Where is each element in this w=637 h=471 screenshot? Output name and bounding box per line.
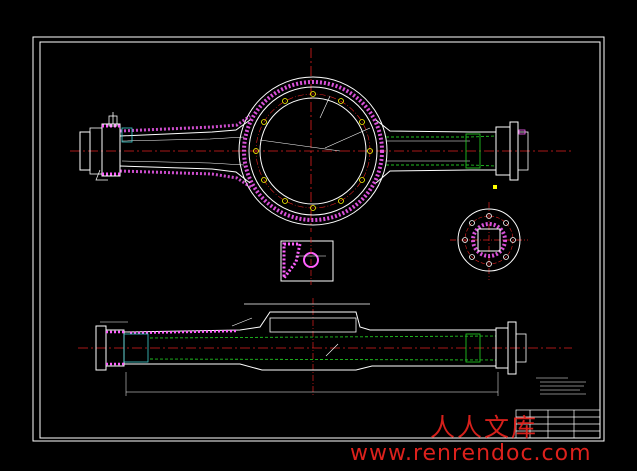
right-collar — [465, 133, 481, 169]
front-left-boss — [123, 333, 149, 363]
flange-square-bore — [477, 228, 501, 252]
section-detail-hatch — [282, 242, 302, 283]
housing-bore — [259, 97, 367, 205]
watermark-chinese: 人人文库 — [430, 413, 539, 442]
front-carrier-box — [269, 317, 357, 333]
bolt-holes — [253, 91, 373, 211]
right-tube-inner — [386, 140, 470, 162]
right-tube-upper — [375, 119, 496, 133]
left-bracket — [121, 127, 133, 143]
leader-line-2 — [324, 127, 371, 149]
flange-outer — [457, 208, 521, 272]
leader-arrow-2 — [325, 343, 339, 357]
front-beam-hatch — [129, 329, 237, 335]
inner-frame — [39, 41, 601, 439]
outer-frame — [32, 36, 605, 442]
front-left-hub-hatch — [106, 330, 124, 366]
leader-arrow-1 — [231, 317, 253, 327]
front-view — [78, 298, 572, 396]
front-right-hub — [515, 333, 527, 363]
left-tube-hatch-lower — [119, 169, 253, 190]
left-tube-inner — [121, 136, 245, 166]
flange-inner — [471, 222, 507, 258]
housing-outer-ring — [238, 76, 388, 226]
left-tube-lower — [119, 165, 251, 184]
flange-bolt-holes — [462, 213, 516, 267]
left-tube-hatch-upper — [119, 114, 251, 133]
front-beam-green-lower — [149, 358, 497, 361]
flange-end-view — [450, 202, 528, 280]
bolt-circle — [255, 93, 371, 209]
section-detail-outline — [280, 240, 334, 282]
housing-hatch-ring — [242, 80, 384, 222]
right-flange-tag — [518, 129, 526, 135]
left-hub-hatch — [102, 124, 120, 176]
leader-line-3 — [319, 95, 331, 119]
left-bracket-leg — [95, 169, 108, 181]
right-tube-green-lower — [386, 164, 497, 167]
section-detail — [280, 237, 334, 285]
leader-line-1 — [259, 139, 341, 152]
top-view — [70, 48, 572, 232]
right-tube-lower — [375, 169, 496, 184]
title-block — [515, 409, 601, 439]
front-beam-upper — [123, 311, 496, 333]
left-tube-upper — [119, 119, 251, 137]
front-beam-lower — [124, 363, 496, 371]
housing-inner-ring — [248, 86, 378, 216]
right-tube-green-upper — [386, 135, 497, 138]
front-right-collar — [465, 333, 481, 363]
front-beam-green-upper — [149, 335, 497, 339]
flange-bolt-circle — [464, 215, 514, 265]
right-flange-hub — [517, 131, 529, 171]
right-flange-accent — [493, 185, 497, 189]
technical-notes — [536, 377, 586, 395]
left-hub — [101, 123, 121, 177]
watermark-url: www.renrendoc.com — [350, 441, 592, 466]
